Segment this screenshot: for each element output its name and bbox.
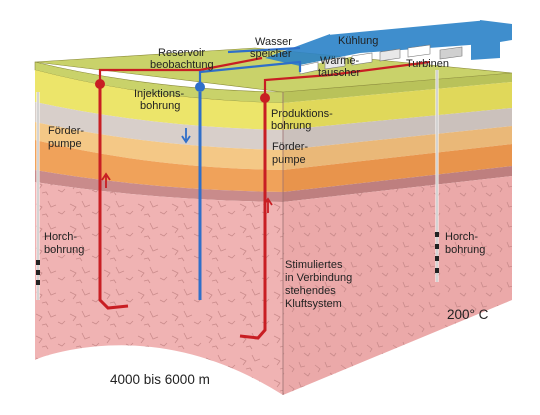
label-kuehlung: Kühlung bbox=[338, 35, 378, 47]
label-kluft-4: Kluftsystem bbox=[285, 298, 342, 310]
layer-peach-side bbox=[283, 126, 512, 170]
label-produktion-1: Produktions- bbox=[271, 108, 333, 120]
wellhead-injection bbox=[195, 82, 205, 92]
layer-grey-side bbox=[283, 108, 512, 150]
label-waermetauscher-1: Wärme- bbox=[320, 55, 359, 67]
label-horch-right-1: Horch- bbox=[445, 231, 478, 243]
label-depth: 4000 bis 6000 m bbox=[110, 372, 210, 387]
label-horch-left-1: Horch- bbox=[44, 231, 77, 243]
label-kluft-1: Stimuliertes bbox=[285, 259, 343, 271]
label-foerderpumpe-right-2: pumpe bbox=[272, 154, 306, 166]
label-horch-right-2: bohrung bbox=[445, 244, 485, 256]
well-left-red bbox=[98, 88, 129, 310]
label-kluft-3: stehendes bbox=[285, 285, 336, 297]
label-turbinen: Turbinen bbox=[406, 58, 449, 70]
front-face bbox=[34, 61, 284, 395]
wellhead-left bbox=[95, 79, 105, 89]
layer-peach-front bbox=[35, 122, 283, 170]
label-produktion-2: bohrung bbox=[271, 120, 311, 132]
layer-orange-front bbox=[35, 140, 283, 192]
arrow-up-production bbox=[263, 197, 273, 213]
label-foerderpumpe-left-2: pumpe bbox=[48, 138, 82, 150]
label-temperature: 200° C bbox=[447, 307, 489, 322]
label-reservoir-2: beobachtung bbox=[150, 59, 214, 71]
layer-orange-side bbox=[283, 144, 512, 192]
label-reservoir-1: Reservoir bbox=[158, 47, 205, 59]
layer-mauve-front bbox=[35, 170, 283, 202]
label-foerderpumpe-left-1: Förder- bbox=[48, 125, 84, 137]
arrow-up-left bbox=[101, 172, 111, 188]
label-horch-left-2: bohrung bbox=[44, 244, 84, 256]
surface-pipes bbox=[98, 46, 431, 98]
horch-well-right bbox=[435, 70, 439, 282]
side-face bbox=[282, 73, 512, 395]
wellhead-production bbox=[260, 93, 270, 103]
label-wasserspeicher-2: speicher bbox=[250, 48, 292, 60]
facility-buildings bbox=[299, 44, 463, 75]
arrow-down-injection bbox=[181, 128, 191, 144]
layer-surface-side bbox=[283, 73, 512, 103]
horch-well-left bbox=[36, 92, 40, 300]
well-production-red bbox=[239, 102, 267, 340]
layer-yellow-side bbox=[283, 82, 512, 130]
label-waermetauscher-2: tauscher bbox=[318, 67, 361, 79]
label-wasserspeicher-1: Wasser bbox=[255, 36, 292, 48]
layer-grey-front bbox=[35, 102, 283, 150]
wells bbox=[36, 70, 439, 340]
water-channel bbox=[265, 20, 512, 66]
label-foerderpumpe-right-1: Förder- bbox=[272, 141, 308, 153]
layer-mauve-side bbox=[283, 166, 512, 202]
top-surface bbox=[34, 19, 513, 103]
label-kluft-2: in Verbindung bbox=[285, 272, 352, 284]
label-injektion-2: bohrung bbox=[140, 100, 180, 112]
label-injektion-1: Injektions- bbox=[134, 88, 184, 100]
labels: Kühlung Wasser speicher Wärme- tauscher … bbox=[44, 35, 489, 387]
